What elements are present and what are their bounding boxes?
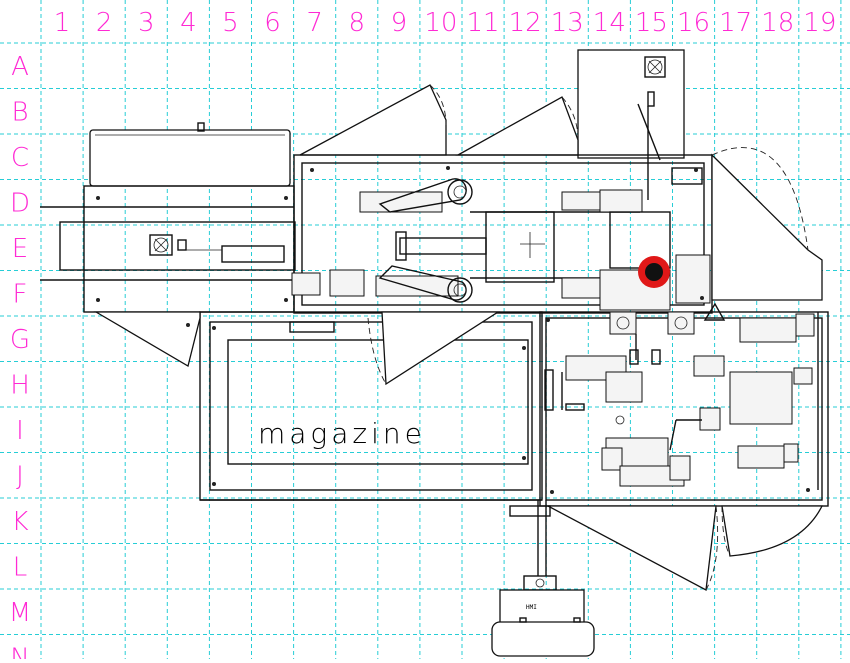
row-label: J	[16, 461, 24, 491]
row-label: K	[11, 507, 28, 537]
row-label: N	[10, 643, 29, 659]
position-marker	[638, 256, 670, 288]
row-label: F	[13, 279, 28, 309]
column-label: 7	[306, 8, 323, 38]
row-label: M	[9, 598, 31, 628]
column-label: 18	[761, 8, 794, 38]
column-label: 11	[467, 8, 500, 38]
column-label: 3	[138, 8, 155, 38]
row-label: L	[13, 552, 28, 582]
column-label: 6	[264, 8, 281, 38]
column-label: 8	[348, 8, 365, 38]
column-label: 19	[803, 8, 836, 38]
belt-conveyor-lower	[375, 265, 610, 303]
column-label: 15	[635, 8, 668, 38]
column-label: 4	[180, 8, 197, 38]
row-label: H	[10, 370, 30, 400]
center-guide	[395, 211, 555, 283]
column-label: 13	[551, 8, 584, 38]
right-drive-motors	[544, 312, 819, 490]
left-transfer-module	[149, 234, 365, 333]
column-label: 1	[54, 8, 71, 38]
column-label: 5	[222, 8, 239, 38]
column-label: 12	[509, 8, 542, 38]
machine-layout: magazine HMI	[40, 49, 829, 657]
column-label: 2	[96, 8, 113, 38]
column-label: 9	[391, 8, 408, 38]
column-label: 10	[424, 8, 457, 38]
row-label: C	[11, 143, 29, 173]
row-label: G	[10, 325, 30, 355]
right-processing-module	[599, 167, 726, 360]
position-marker-core	[645, 263, 663, 281]
left-side-wedges	[93, 311, 501, 386]
angled-top-covers	[299, 84, 579, 156]
belt-conveyor-upper	[359, 178, 643, 213]
column-label: 16	[677, 8, 710, 38]
main-frame	[40, 154, 829, 507]
magazine-label: magazine	[258, 417, 426, 450]
row-label: I	[16, 416, 24, 446]
row-label: A	[11, 52, 29, 82]
hmi-label: HMI	[526, 604, 537, 611]
row-label: D	[10, 188, 30, 218]
column-label: 17	[719, 8, 752, 38]
column-label: 14	[593, 8, 626, 38]
hmi-station	[491, 500, 595, 657]
right-side-doors	[547, 147, 824, 592]
left-conveyor-cover	[89, 122, 291, 187]
fasteners	[96, 166, 810, 494]
row-label: B	[11, 97, 28, 127]
row-label: E	[12, 234, 28, 264]
top-electrical-box	[577, 49, 685, 200]
